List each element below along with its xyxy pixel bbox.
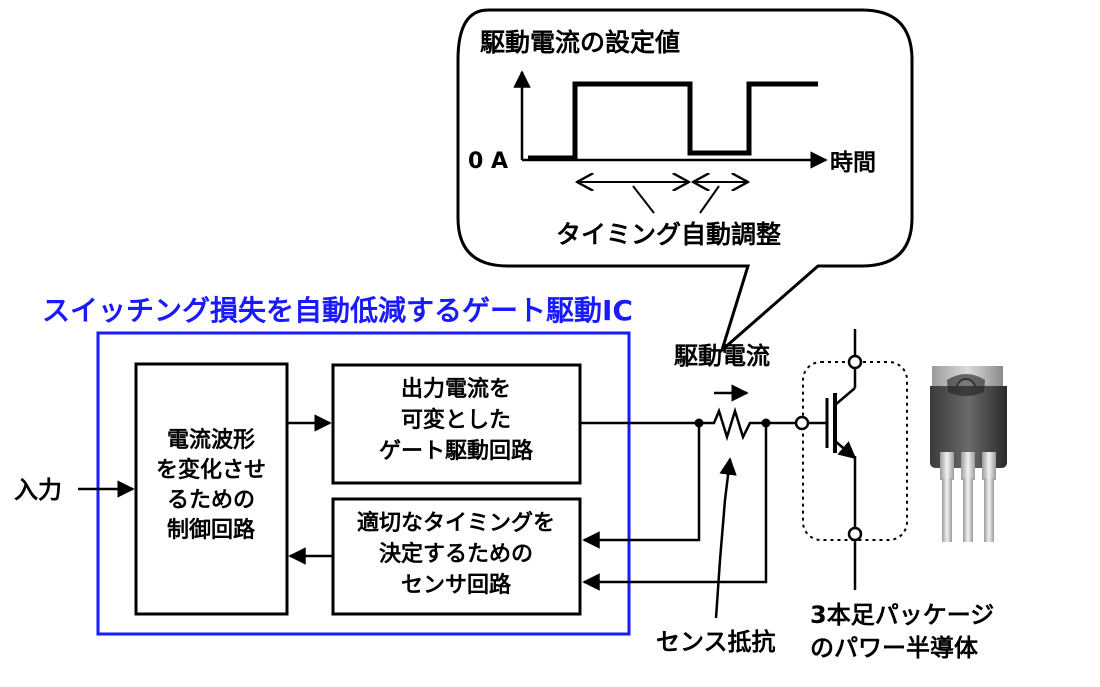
- sense-resistor-pointer: [714, 457, 737, 619]
- power-device-label-1: 3本足パッケージ: [810, 601, 994, 629]
- ic-title: スイッチング損失を自動低減するゲート駆動IC: [42, 294, 633, 327]
- power-device-photo: [930, 366, 1007, 542]
- timing-label: タイミング自動調整: [556, 220, 781, 249]
- gate-driver-line-3: ゲート駆動回路: [379, 438, 534, 464]
- gate-driver-block: [331, 363, 582, 485]
- callout-title: 駆動電流の設定値: [480, 28, 680, 57]
- control-line-1: 電流波形: [167, 427, 255, 453]
- power-device-label-2: のパワー半導体: [810, 634, 979, 662]
- input-label: 入力: [14, 476, 62, 504]
- gate-driver-line-2: 可変とした: [401, 407, 511, 433]
- time-label: 時間: [830, 150, 876, 176]
- collector-terminal: [847, 354, 863, 370]
- sense-feedback-1: [582, 423, 701, 549]
- emitter-lead: [834, 440, 857, 460]
- ic-boundary: [96, 331, 631, 636]
- zero-label: 0 A: [468, 149, 508, 174]
- sense-resistor-label: センス抵抗: [656, 628, 776, 656]
- sense-feedback-2: [582, 423, 768, 591]
- timing-pointer-1: [632, 185, 655, 214]
- sense-resistor: [699, 406, 766, 442]
- control-line-2: を変化させ: [156, 457, 266, 483]
- current-waveform: [528, 81, 818, 161]
- emitter-terminal: [847, 526, 863, 542]
- sensor-line-1: 適切なタイミングを: [357, 510, 555, 536]
- sensor-line-2: 決定するための: [379, 541, 533, 567]
- control-circuit-block: [134, 362, 289, 616]
- gate-driver-line-1: 出力電流を: [401, 376, 511, 402]
- timing-pointer-2: [699, 185, 720, 214]
- collector-lead: [834, 387, 856, 406]
- drive-current-label: 駆動電流: [674, 342, 770, 370]
- control-line-3: るための: [167, 488, 255, 513]
- control-line-4: 制御回路: [167, 517, 256, 543]
- sensor-line-3: センサ回路: [401, 572, 512, 598]
- gate-terminal: [794, 415, 810, 431]
